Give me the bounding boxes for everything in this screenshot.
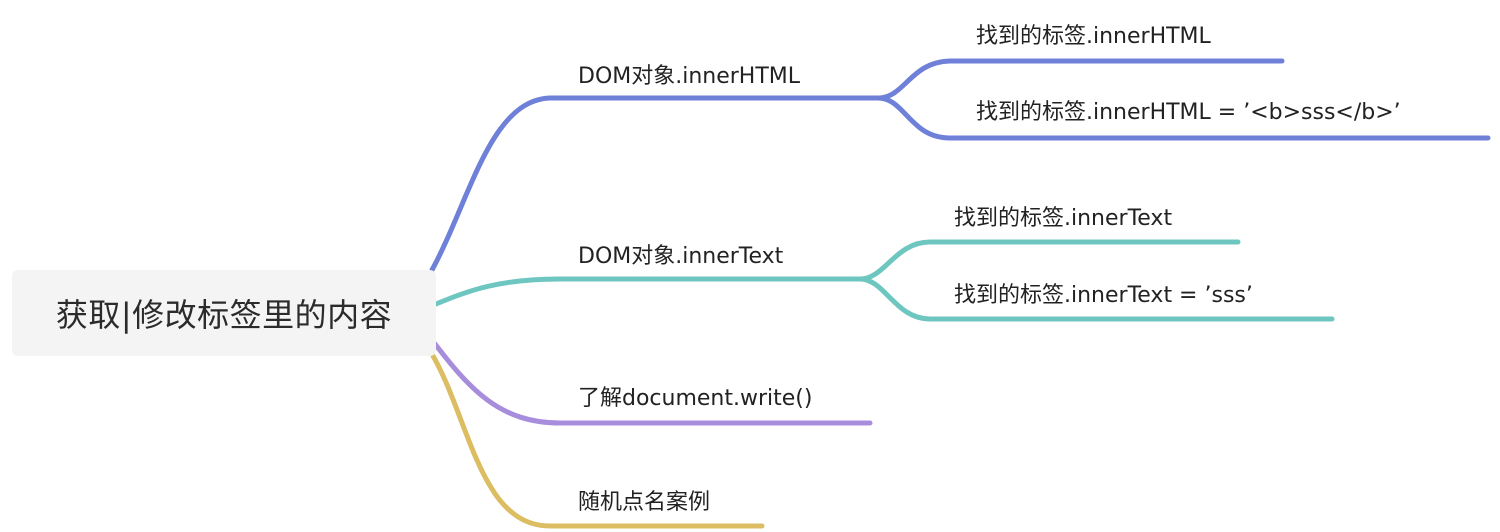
root-topic[interactable]: 获取|修改标签里的内容 [12,270,436,356]
branch-connector-innertext [433,276,863,307]
subtopic-innertext-set[interactable]: 找到的标签.innerText = ’sss’ [954,283,1253,308]
child-connector-innertext-set [857,276,1335,322]
subtopic-innerhtml-set[interactable]: 找到的标签.innerHTML = ’<b>sss</b>’ [976,100,1401,125]
child-connector-innerhtml-get [875,58,1285,101]
subtopic-innerhtml-get[interactable]: 找到的标签.innerHTML [976,24,1211,49]
branch-connector-document-write [429,337,873,426]
branch-topic-random-call[interactable]: 随机点名案例 [578,490,711,515]
branch-topic-innerhtml[interactable]: DOM对象.innerHTML [578,64,801,89]
branch-topic-document-write[interactable]: 了解document.write() [578,386,813,411]
child-connector-innertext-get [857,239,1241,282]
child-connector-innerhtml-set [875,95,1491,141]
subtopic-innertext-get[interactable]: 找到的标签.innerText [954,206,1173,231]
branch-connector-random-call [429,351,765,529]
branch-topic-innertext[interactable]: DOM对象.innerText [578,244,784,269]
branch-connector-innerhtml [429,95,881,273]
